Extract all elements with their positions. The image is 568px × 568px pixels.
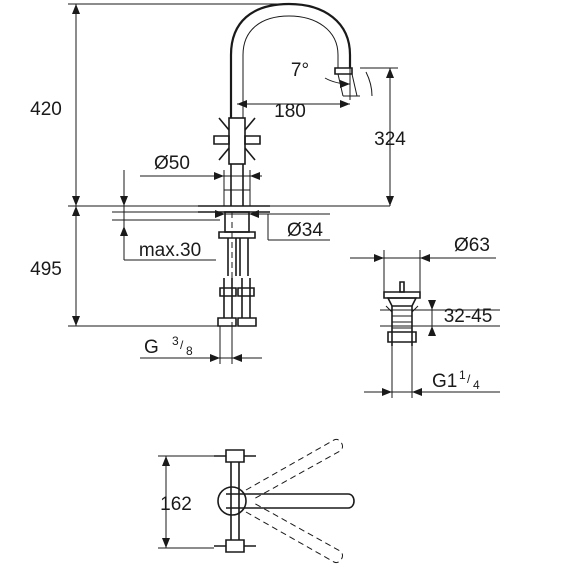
fraction-slash-2: /	[467, 372, 471, 386]
label-thread-main-num: 3	[172, 334, 179, 348]
dim-top-view-depth: 162	[158, 455, 214, 549]
label-below-deck: 495	[30, 259, 62, 280]
fraction-slash: /	[180, 338, 184, 352]
faucet-top-view	[214, 438, 355, 564]
label-spout-height: 324	[374, 129, 406, 150]
label-thread-main-den: 8	[186, 344, 193, 358]
label-waste-diameter: Ø63	[454, 235, 490, 256]
dim-total-height: 420	[30, 3, 288, 206]
label-top-view-depth: 162	[160, 494, 192, 515]
dim-angle: 7°	[291, 60, 373, 100]
waste-fitting	[380, 281, 424, 346]
spout-outline	[229, 2, 352, 118]
spout-inner	[242, 15, 339, 118]
label-thread-waste-num: 1	[459, 368, 466, 382]
label-angle: 7°	[291, 60, 309, 81]
label-base-diameter: Ø50	[154, 153, 190, 174]
under-deck-assembly	[217, 211, 257, 344]
handle-cross	[213, 117, 261, 165]
label-max-thickness: max.30	[139, 240, 201, 261]
dim-spout-height: 324	[360, 67, 406, 206]
dim-thread-main: G 3 / 8	[140, 326, 262, 364]
label-shank-diameter: Ø34	[287, 220, 323, 241]
label-total-height: 420	[30, 99, 62, 120]
label-thread-main: G	[144, 337, 159, 358]
dim-below-deck: 495	[30, 206, 218, 327]
dim-thread-waste: G1 1 / 4	[364, 346, 500, 398]
dim-waste-range: 32-45	[424, 300, 500, 336]
dim-shank-diameter: Ø34	[215, 210, 330, 241]
label-waste-range: 32-45	[444, 306, 493, 327]
label-reach: 180	[274, 101, 306, 122]
label-thread-waste-den: 4	[473, 378, 480, 392]
dim-base-diameter: Ø50	[140, 153, 262, 190]
dim-reach: 180	[237, 100, 350, 122]
dim-max-thickness: max.30	[112, 170, 220, 261]
dim-waste-diameter: Ø63	[350, 235, 496, 292]
faucet-front-view	[213, 2, 358, 206]
label-thread-waste: G1	[432, 371, 457, 392]
